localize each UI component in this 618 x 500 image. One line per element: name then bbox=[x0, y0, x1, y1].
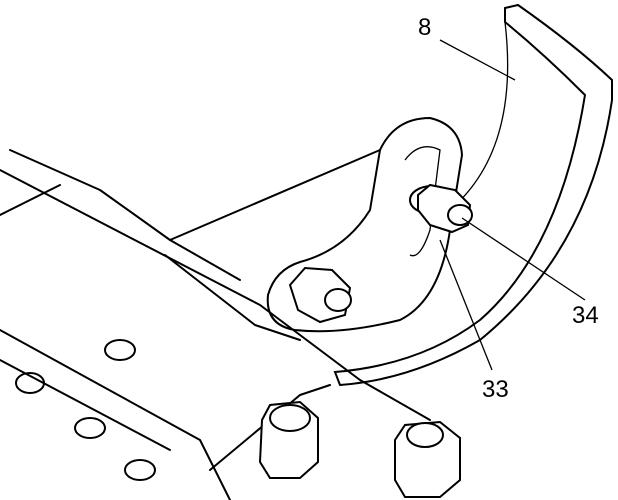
callout-34: 34 bbox=[572, 302, 599, 329]
bolt-end bbox=[324, 288, 352, 312]
support-lower-edge bbox=[164, 254, 301, 341]
hole bbox=[74, 417, 106, 439]
frame-rail-top bbox=[0, 169, 431, 421]
hole bbox=[15, 372, 45, 394]
leader-line-33 bbox=[439, 239, 493, 371]
hole bbox=[104, 339, 136, 361]
support-edge bbox=[169, 149, 381, 241]
curved-plate bbox=[333, 3, 613, 387]
frame-rail-side bbox=[0, 184, 61, 216]
bolt-end bbox=[269, 404, 311, 432]
frame-rail-edge bbox=[9, 149, 241, 281]
callout-8: 8 bbox=[418, 14, 432, 41]
plate-edge bbox=[449, 21, 509, 211]
leader-line-34 bbox=[461, 217, 586, 301]
bolt-end bbox=[406, 422, 444, 448]
hole bbox=[124, 459, 156, 481]
leader-line-8 bbox=[439, 39, 516, 81]
base-edge bbox=[209, 384, 331, 471]
frame-lower-rail-2 bbox=[0, 359, 171, 451]
frame-lower-rail bbox=[0, 329, 231, 500]
callout-33: 33 bbox=[482, 376, 509, 403]
